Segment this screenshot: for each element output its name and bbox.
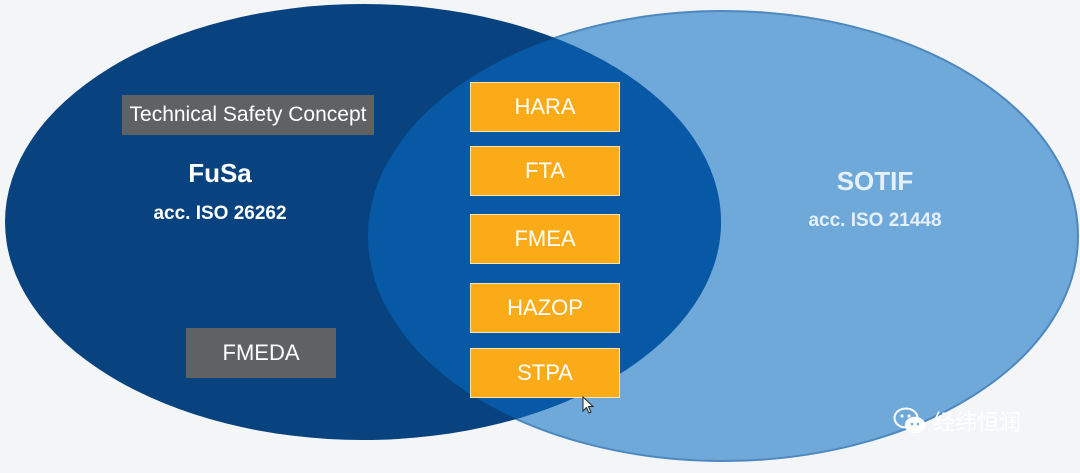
fmea-box: FMEA — [470, 214, 620, 264]
mouse-cursor-icon — [582, 396, 594, 414]
sotif-title: SOTIF — [836, 166, 914, 196]
watermark-text: 经纬恒润 — [933, 411, 1022, 436]
technical-safety-concept-box: Technical Safety Concept — [122, 95, 374, 135]
watermark: 经纬恒润 — [893, 405, 1021, 437]
wechat-icon — [893, 407, 926, 434]
fusa-standard: acc. ISO 26262 — [153, 203, 287, 224]
fusa-title: FuSa — [188, 158, 252, 188]
stpa-box: STPA — [470, 348, 620, 398]
hazop-box: HAZOP — [470, 283, 620, 333]
fta-box: FTA — [470, 146, 620, 196]
fmeda-box: FMEDA — [186, 328, 336, 378]
hara-box: HARA — [470, 82, 620, 132]
sotif-standard: acc. ISO 21448 — [808, 210, 942, 231]
